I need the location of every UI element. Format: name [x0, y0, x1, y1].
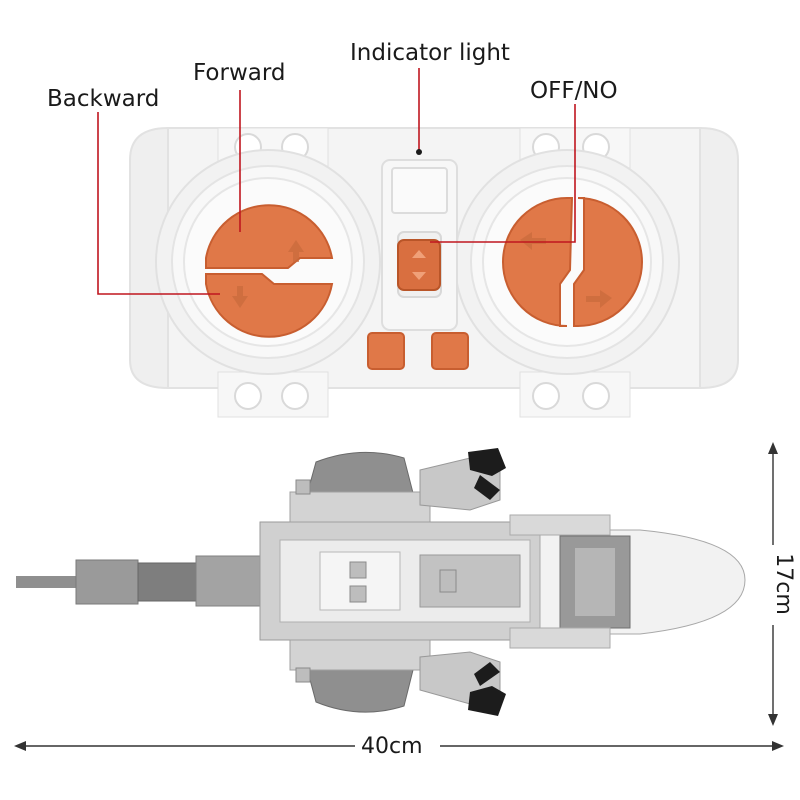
backward-leader: [97, 112, 220, 295]
claw-top: [468, 448, 506, 476]
down-arrow-icon: [232, 286, 248, 308]
forward-button: [205, 204, 334, 269]
remote-control: [129, 126, 739, 418]
right-dial: [502, 197, 643, 327]
claw-bottom: [468, 686, 506, 716]
leader-lines: [97, 68, 576, 295]
height-dimension-label: 17cm: [770, 553, 796, 615]
up-arrow-icon: [288, 240, 304, 262]
button-square-left: [367, 332, 405, 370]
left-dial: [205, 204, 334, 338]
left-arrow-icon: [520, 232, 546, 250]
indicator-dot: [416, 149, 422, 155]
width-dimension-label: 40cm: [361, 734, 423, 759]
backward-label: Backward: [47, 86, 160, 112]
indicator-light: [391, 167, 448, 214]
robot-model: [16, 448, 746, 716]
power-switch: [397, 239, 441, 291]
off-no-leader: [430, 104, 576, 243]
right-arrow-icon: [586, 290, 612, 308]
studs-bottom: [234, 382, 610, 410]
dimension-lines: [14, 442, 784, 751]
forward-label: Forward: [193, 60, 286, 86]
off-no-label: OFF/NO: [530, 78, 618, 104]
button-square-right: [431, 332, 469, 370]
indicator-light-label: Indicator light: [350, 40, 510, 66]
